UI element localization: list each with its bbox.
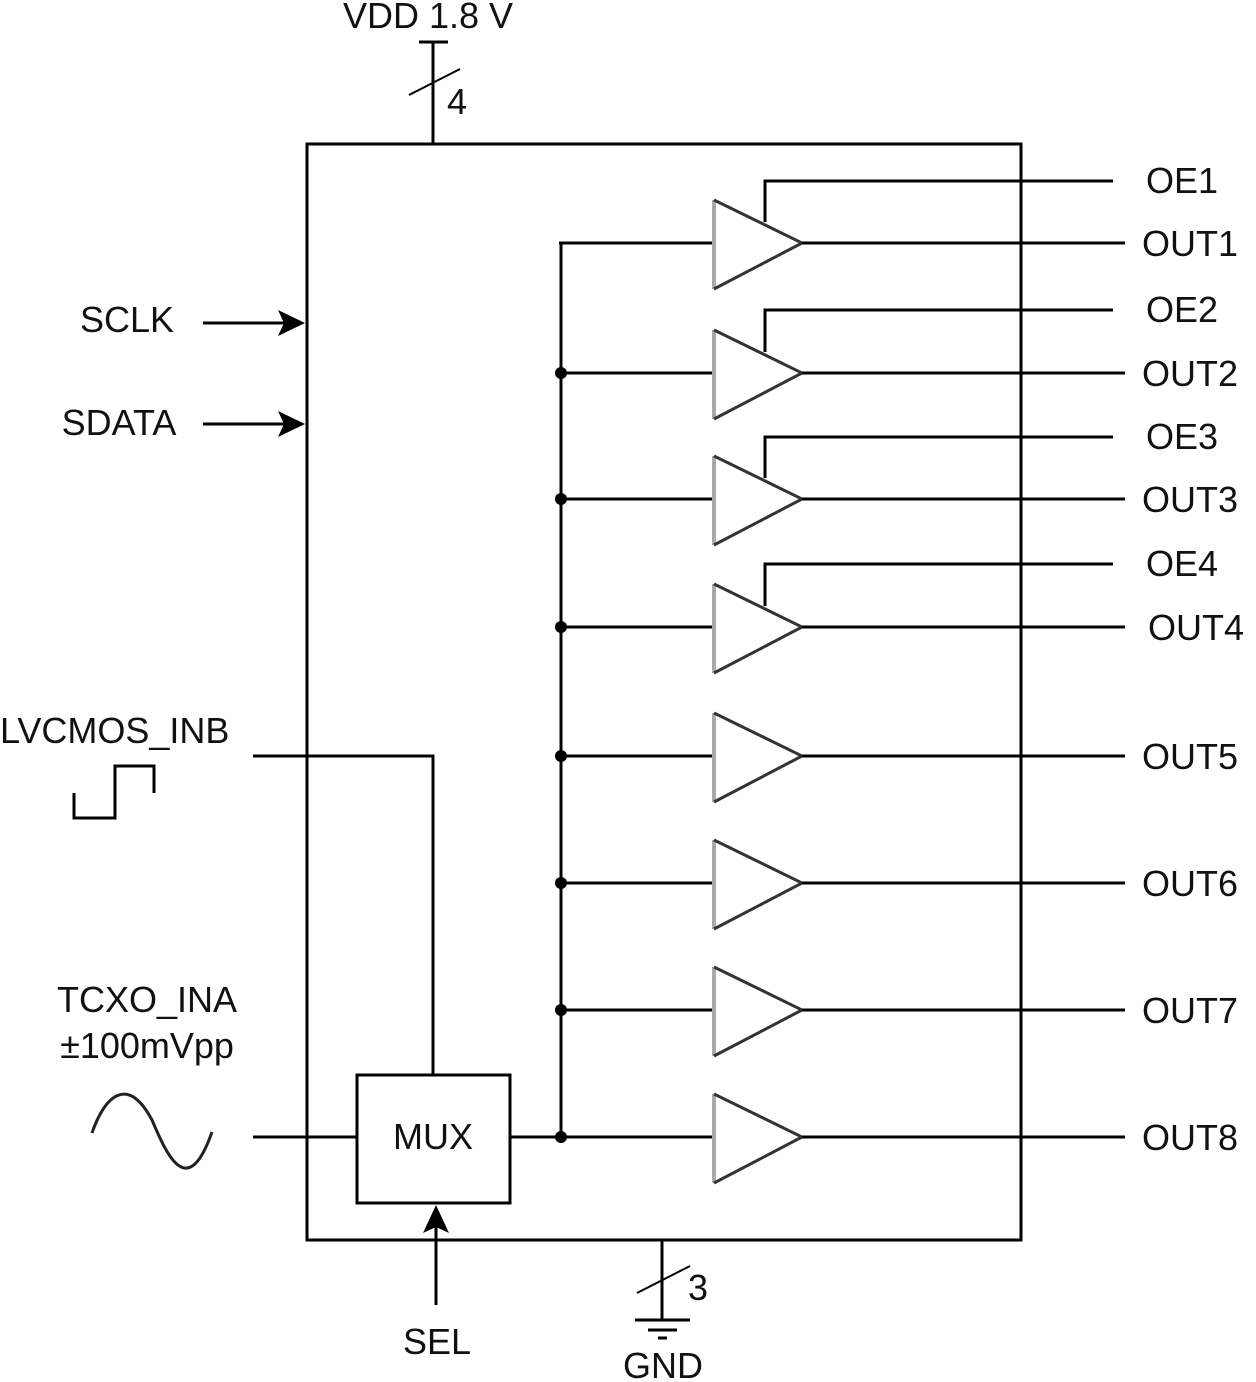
oe-label-3: OE3 xyxy=(1146,416,1218,457)
output-label-4: OUT4 xyxy=(1148,607,1244,648)
oe-label-1: OE1 xyxy=(1146,160,1218,201)
buffer-4-triangle-icon xyxy=(713,582,806,675)
sel-label: SEL xyxy=(403,1321,471,1362)
oe-wire-4 xyxy=(763,562,1113,606)
buffer-1-triangle-icon xyxy=(713,198,806,291)
lvcmos-label: LVCMOS_INB xyxy=(0,710,229,751)
gnd-supply: 3 GND xyxy=(623,1240,708,1382)
oe-wire-3 xyxy=(763,435,1113,478)
output-label-1: OUT1 xyxy=(1142,223,1238,264)
chip-outline xyxy=(305,142,1023,1242)
output-label-6: OUT6 xyxy=(1142,863,1238,904)
sclk-input: SCLK xyxy=(80,299,305,340)
oe-wire-1 xyxy=(763,179,1113,222)
junction-dot-5 xyxy=(555,750,567,762)
square-wave-icon xyxy=(72,764,156,820)
buffer-5-triangle-icon xyxy=(713,711,806,804)
sclk-arrow-icon xyxy=(278,310,305,336)
buffer-8-triangle-icon xyxy=(713,1092,806,1185)
output-label-2: OUT2 xyxy=(1142,353,1238,394)
oe-wire-2 xyxy=(763,308,1113,352)
buffer-3-triangle-icon xyxy=(713,454,806,547)
output-label-5: OUT5 xyxy=(1142,736,1238,777)
mux-box xyxy=(355,1073,512,1205)
output-label-8: OUT8 xyxy=(1142,1117,1238,1158)
lvcmos-wire xyxy=(253,754,435,1075)
buffer-7-triangle-icon xyxy=(713,965,806,1058)
junction-dot-4 xyxy=(555,621,567,633)
mux-label: MUX xyxy=(393,1116,473,1157)
output-label-7: OUT7 xyxy=(1142,990,1238,1031)
junction-dot-3 xyxy=(555,493,567,505)
sdata-label: SDATA xyxy=(62,402,177,443)
oe-label-2: OE2 xyxy=(1146,289,1218,330)
gnd-bus-slash xyxy=(636,1265,691,1294)
sine-wave-icon xyxy=(90,1092,214,1170)
tcxo-label: TCXO_INA xyxy=(57,979,237,1020)
gnd-bus-width: 3 xyxy=(688,1267,708,1308)
junction-dot-8 xyxy=(555,1131,567,1143)
oe-label-4: OE4 xyxy=(1146,543,1218,584)
buffer-2-triangle-icon xyxy=(713,328,806,421)
vdd-label: VDD 1.8 V xyxy=(343,0,513,36)
sclk-label: SCLK xyxy=(80,299,174,340)
sel-arrow-icon xyxy=(423,1205,449,1233)
gnd-label: GND xyxy=(623,1345,703,1382)
vdd-bus-width: 4 xyxy=(447,81,467,122)
sel-input: SEL xyxy=(403,1205,471,1362)
lvcmos-input: LVCMOS_INB xyxy=(0,710,435,1075)
vdd-bus-slash xyxy=(408,68,461,96)
junction-dot-6 xyxy=(555,877,567,889)
junction-dot-2 xyxy=(555,367,567,379)
output-label-3: OUT3 xyxy=(1142,479,1238,520)
junction-dot-7 xyxy=(555,1004,567,1016)
sdata-input: SDATA xyxy=(62,402,305,443)
tcxo-input: TCXO_INA ±100mVpp xyxy=(57,979,357,1170)
vdd-supply: VDD 1.8 V 4 xyxy=(343,0,513,144)
tcxo-level-label: ±100mVpp xyxy=(60,1025,234,1066)
mux-block: MUX xyxy=(355,1073,561,1205)
buffer-6-triangle-icon xyxy=(713,838,806,931)
sdata-arrow-icon xyxy=(278,411,305,437)
